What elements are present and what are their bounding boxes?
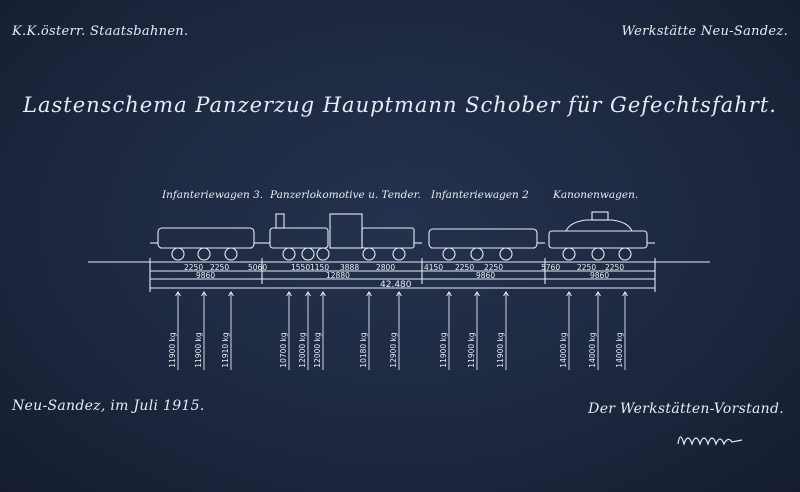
workshop-board: Der Werkstätten-Vorstand. — [588, 401, 784, 417]
axle-load-value: 11900 kg — [439, 332, 448, 368]
axle-load-value: 12900 kg — [389, 332, 398, 368]
wheel-icon — [618, 247, 632, 261]
arrow-head-icon — [503, 291, 509, 297]
dimension-value: 1150 — [310, 263, 329, 272]
arrow-head-icon — [474, 291, 480, 297]
wheel-icon — [442, 247, 456, 261]
dimension-value: 9860 — [196, 271, 215, 280]
vehicle-label-infantry-wagon-3: Infanteriewagen 3. — [161, 189, 263, 201]
armored-locomotive-and-tender — [262, 213, 422, 261]
workshop-name: Werkstätte Neu-Sandez. — [621, 24, 788, 39]
vehicle-label-locomotive: Panzerlokomotive u. Tender. — [269, 189, 421, 201]
cannon-wagon — [548, 211, 655, 261]
dimension-value: 2250 — [184, 263, 203, 272]
axle-load-value: 10180 kg — [359, 332, 368, 368]
dimension-value: 3888 — [340, 263, 359, 272]
axle-load-value: 11900 kg — [168, 332, 177, 368]
axle-load-value: 12000 kg — [298, 332, 307, 368]
dimension-value: 1550 — [291, 263, 310, 272]
wheel-icon — [301, 247, 315, 261]
arrow-head-icon — [320, 291, 326, 297]
infantry-wagon-3 — [150, 227, 262, 261]
infantry-wagon-2 — [428, 228, 545, 261]
dimension-value: 9860 — [590, 271, 609, 280]
dimension-value: 2250 — [210, 263, 229, 272]
dimension-value: 2250 — [577, 263, 596, 272]
wheel-icon — [470, 247, 484, 261]
wheel-icon — [499, 247, 513, 261]
dimension-value: 5760 — [541, 263, 560, 272]
dimension-value: 12880 — [326, 271, 350, 280]
axle-load-value: 11900 kg — [467, 332, 476, 368]
dimension-value: 2250 — [455, 263, 474, 272]
axle-load-value: 11900 kg — [194, 332, 203, 368]
drawing-title: Lastenschema Panzerzug Hauptmann Schober… — [23, 93, 777, 117]
vehicle-label-cannon-wagon: Kanonenwagen. — [552, 189, 638, 201]
dimension-value: 2250 — [605, 263, 624, 272]
wheel-icon — [562, 247, 576, 261]
axle-load-value: 12000 kg — [313, 332, 322, 368]
arrow-head-icon — [566, 291, 572, 297]
dimension-value: 2800 — [376, 263, 395, 272]
arrow-head-icon — [201, 291, 207, 297]
wheel-icon — [282, 247, 296, 261]
wheel-icon — [224, 247, 238, 261]
place-and-date: Neu-Sandez, im Juli 1915. — [12, 398, 205, 414]
wheel-icon — [362, 247, 376, 261]
arrow-head-icon — [366, 291, 372, 297]
axle-load-value: 11910 kg — [221, 332, 230, 368]
dimension-value: 2250 — [484, 263, 503, 272]
arrow-head-icon — [622, 291, 628, 297]
arrow-head-icon — [305, 291, 311, 297]
axle-load-value: 14000 kg — [615, 332, 624, 368]
wheel-icon — [392, 247, 406, 261]
axle-load-value: 14000 kg — [588, 332, 597, 368]
wheel-icon — [591, 247, 605, 261]
axle-load-value: 14000 kg — [559, 332, 568, 368]
signature — [677, 436, 743, 447]
arrow-head-icon — [175, 291, 181, 297]
arrow-head-icon — [595, 291, 601, 297]
dimension-value: 4150 — [424, 263, 443, 272]
arrow-head-icon — [228, 291, 234, 297]
axle-load-value: 11900 kg — [496, 332, 505, 368]
total-length: 42.480 — [380, 280, 412, 290]
dimension-value: 9860 — [476, 271, 495, 280]
wheel-icon — [197, 247, 211, 261]
arrow-head-icon — [286, 291, 292, 297]
arrow-head-icon — [396, 291, 402, 297]
railway-organization: K.K.österr. Staatsbahnen. — [12, 24, 189, 39]
dimension-value: 5060 — [248, 263, 267, 272]
vehicle-label-infantry-wagon-2: Infanteriewagen 2 — [430, 189, 529, 201]
wheel-icon — [316, 247, 330, 261]
axle-loads: 11900 kg 11900 kg 11910 kg 10700 kg 12000 kg… — [168, 291, 628, 370]
arrow-head-icon — [446, 291, 452, 297]
wheel-icon — [171, 247, 185, 261]
axle-load-value: 10700 kg — [279, 332, 288, 368]
